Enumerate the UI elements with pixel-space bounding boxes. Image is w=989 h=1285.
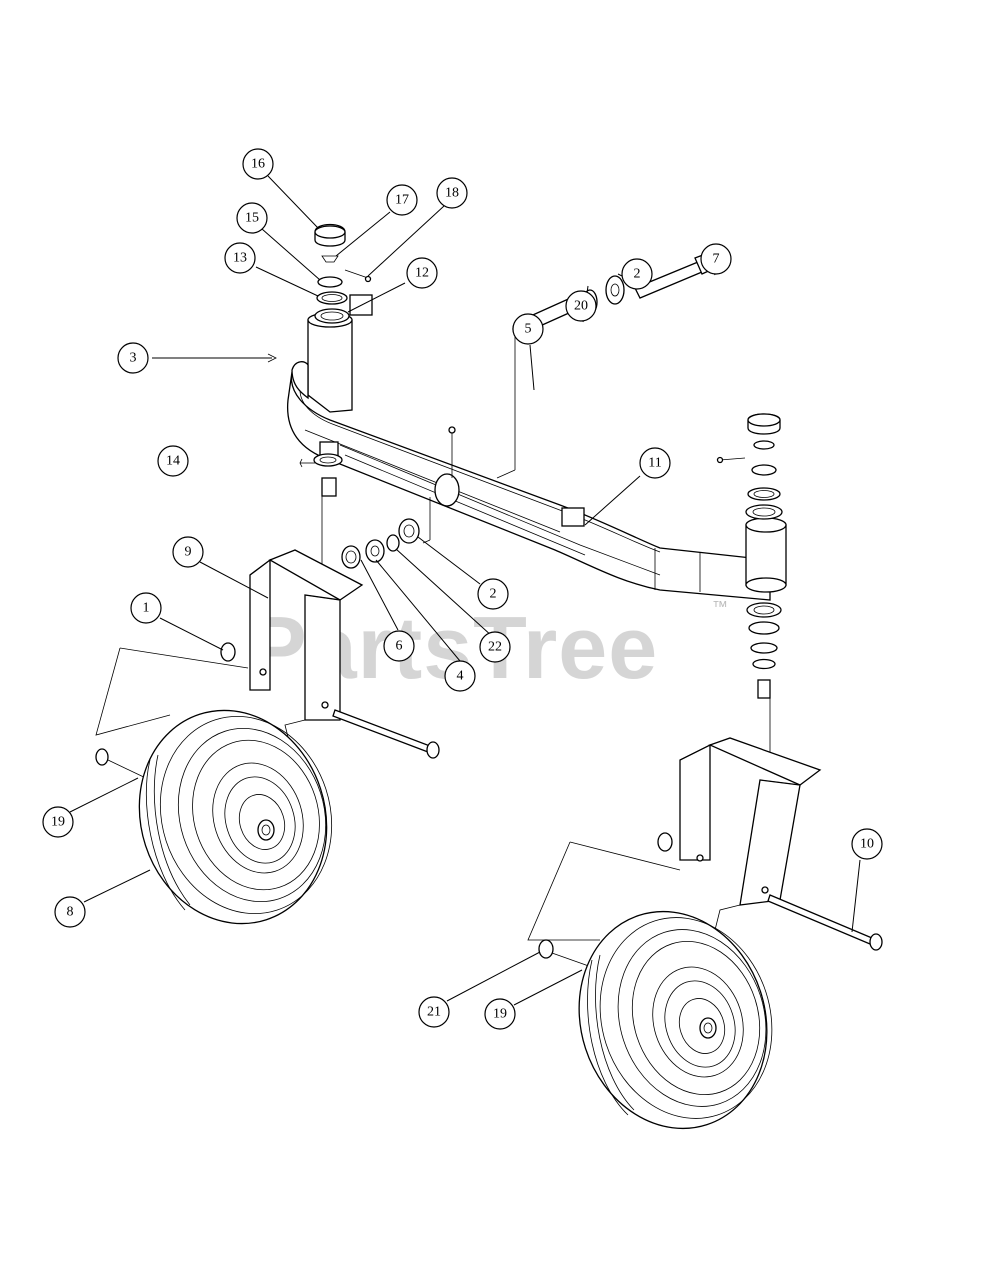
svg-text:8: 8 [67,905,74,920]
svg-text:18: 18 [445,186,459,201]
callout-22: 22 [479,631,511,663]
svg-text:5: 5 [525,322,532,337]
svg-text:22: 22 [488,640,502,655]
callout-13: 13 [224,242,256,274]
svg-text:16: 16 [251,157,265,172]
callout-16: 16 [242,148,274,180]
svg-text:11: 11 [648,456,661,471]
svg-text:15: 15 [245,211,259,226]
left-spindle-stack [314,223,372,324]
svg-text:17: 17 [395,193,409,208]
svg-text:19: 19 [51,815,65,830]
callout-19-left: 19 [42,806,74,838]
svg-text:20: 20 [574,299,588,314]
callout-4: 4 [444,660,476,692]
left-lower-bearing [299,453,343,575]
svg-text:1: 1 [143,601,150,616]
front-axle [286,294,771,601]
callout-9: 9 [172,536,204,568]
callout-8: 8 [54,896,86,928]
watermark-trademark: ™ [712,599,728,616]
pivot-hardware-lower [341,497,431,569]
svg-text:21: 21 [427,1005,441,1020]
left-wheel [138,709,333,925]
svg-text:14: 14 [166,454,180,469]
svg-text:12: 12 [415,266,429,281]
svg-text:9: 9 [185,545,192,560]
svg-text:13: 13 [233,251,247,266]
callout-20: 20 [565,290,597,322]
right-spindle-housing [745,517,787,593]
right-caster-fork [527,737,822,941]
callout-21: 21 [418,996,450,1028]
left-caster-fork [95,549,364,746]
callout-6: 6 [383,630,415,662]
callout-3: 3 [117,342,149,374]
callout-12: 12 [406,257,438,289]
callout-19-right: 19 [484,998,516,1030]
svg-text:2: 2 [634,267,641,282]
callout-10: 10 [851,828,883,860]
pivot-hardware-upper [496,252,717,479]
svg-text:3: 3 [130,351,137,366]
callout-5: 5 [512,313,544,345]
svg-text:7: 7 [713,252,720,267]
callout-17: 17 [386,184,418,216]
callout-11: 11 [639,447,671,479]
callout-7: 7 [700,243,732,275]
svg-text:2: 2 [490,587,497,602]
right-wheel [578,910,773,1130]
svg-text:6: 6 [396,639,403,654]
callout-2-upper: 2 [621,258,653,290]
right-axle-bolt [538,832,883,971]
callout-1: 1 [130,592,162,624]
svg-text:19: 19 [493,1007,507,1022]
callout-14: 14 [157,445,189,477]
svg-text:10: 10 [860,837,874,852]
leader-lines [69,175,861,1006]
callout-2-lower: 2 [477,578,509,610]
svg-text:4: 4 [457,669,464,684]
callout-15: 15 [236,202,268,234]
left-axle-bolt [95,642,440,781]
right-spindle-stack [716,413,783,755]
callout-18: 18 [436,177,468,209]
callouts: 16 17 18 15 13 12 3 14 5 20 2 7 11 9 1 2… [42,148,883,1030]
